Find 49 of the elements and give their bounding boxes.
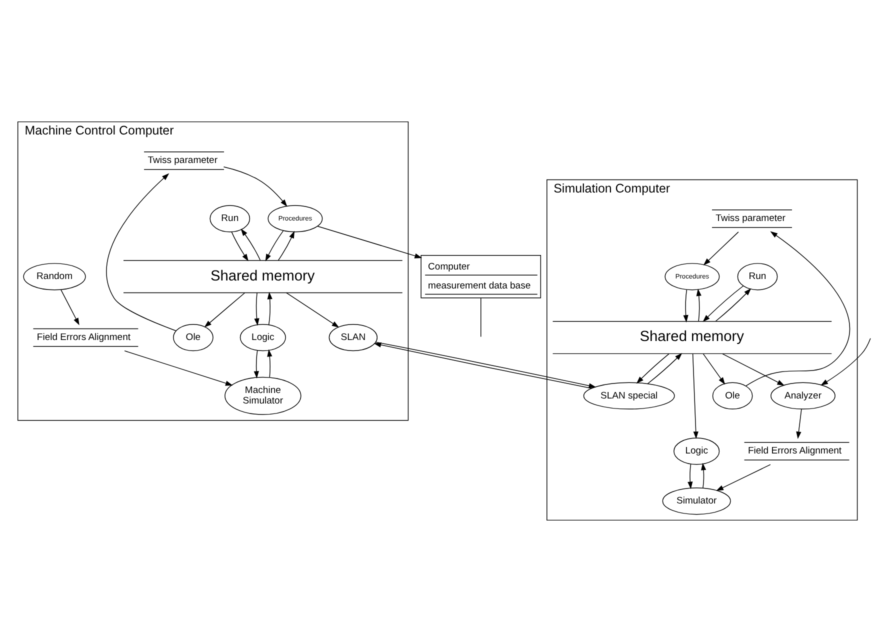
node-ellipse: Analyzer — [770, 382, 836, 409]
arrow — [124, 350, 233, 386]
node-ellipse: Ole — [712, 382, 753, 409]
node-box: Computer measurement data base — [420, 254, 542, 298]
node-ellipse: SLAN — [328, 323, 378, 351]
arrow — [267, 348, 272, 378]
arrow — [286, 292, 340, 328]
node-ellipse: Run — [737, 262, 778, 290]
node-text: Shared memory — [210, 268, 315, 284]
node-text: Shared memory — [640, 328, 744, 345]
arrow — [636, 352, 670, 384]
arrow — [688, 463, 693, 489]
arrow — [267, 291, 272, 325]
arrow — [820, 338, 871, 386]
arrow — [702, 352, 726, 384]
arrow — [265, 230, 284, 261]
arrow — [703, 231, 739, 265]
arrow — [716, 464, 771, 490]
node-ellipse: Ole — [173, 323, 214, 351]
node-ellipse: Simulator — [662, 487, 731, 514]
arrow — [60, 288, 80, 325]
arrow — [254, 350, 259, 378]
arrow — [692, 353, 698, 438]
node-text: Field Errors Alignment — [748, 445, 842, 456]
arrow — [317, 225, 422, 258]
connector — [480, 297, 482, 337]
arrow — [696, 288, 702, 322]
arrow — [106, 172, 176, 331]
node-ellipse: Random — [23, 262, 86, 290]
arrow — [796, 408, 802, 438]
arrow — [701, 462, 706, 488]
arrow — [254, 292, 260, 326]
arrow — [715, 288, 752, 322]
node-text: Field Errors Alignment — [36, 332, 131, 343]
arrow — [683, 288, 688, 322]
arrow — [278, 230, 295, 260]
arrow — [702, 285, 744, 322]
node-ellipse: Logic — [674, 437, 720, 464]
arrow — [647, 352, 682, 384]
node-text: Twiss parameter — [148, 154, 218, 166]
node-text: Twiss parameter — [716, 212, 786, 224]
arrow — [223, 166, 288, 206]
node-ellipse: Run — [210, 204, 250, 232]
arrow — [746, 230, 850, 386]
node-ellipse: Logic — [240, 323, 286, 351]
arrow — [722, 352, 785, 386]
arrow — [240, 228, 261, 260]
arrow — [204, 292, 245, 327]
arrow — [231, 231, 248, 261]
